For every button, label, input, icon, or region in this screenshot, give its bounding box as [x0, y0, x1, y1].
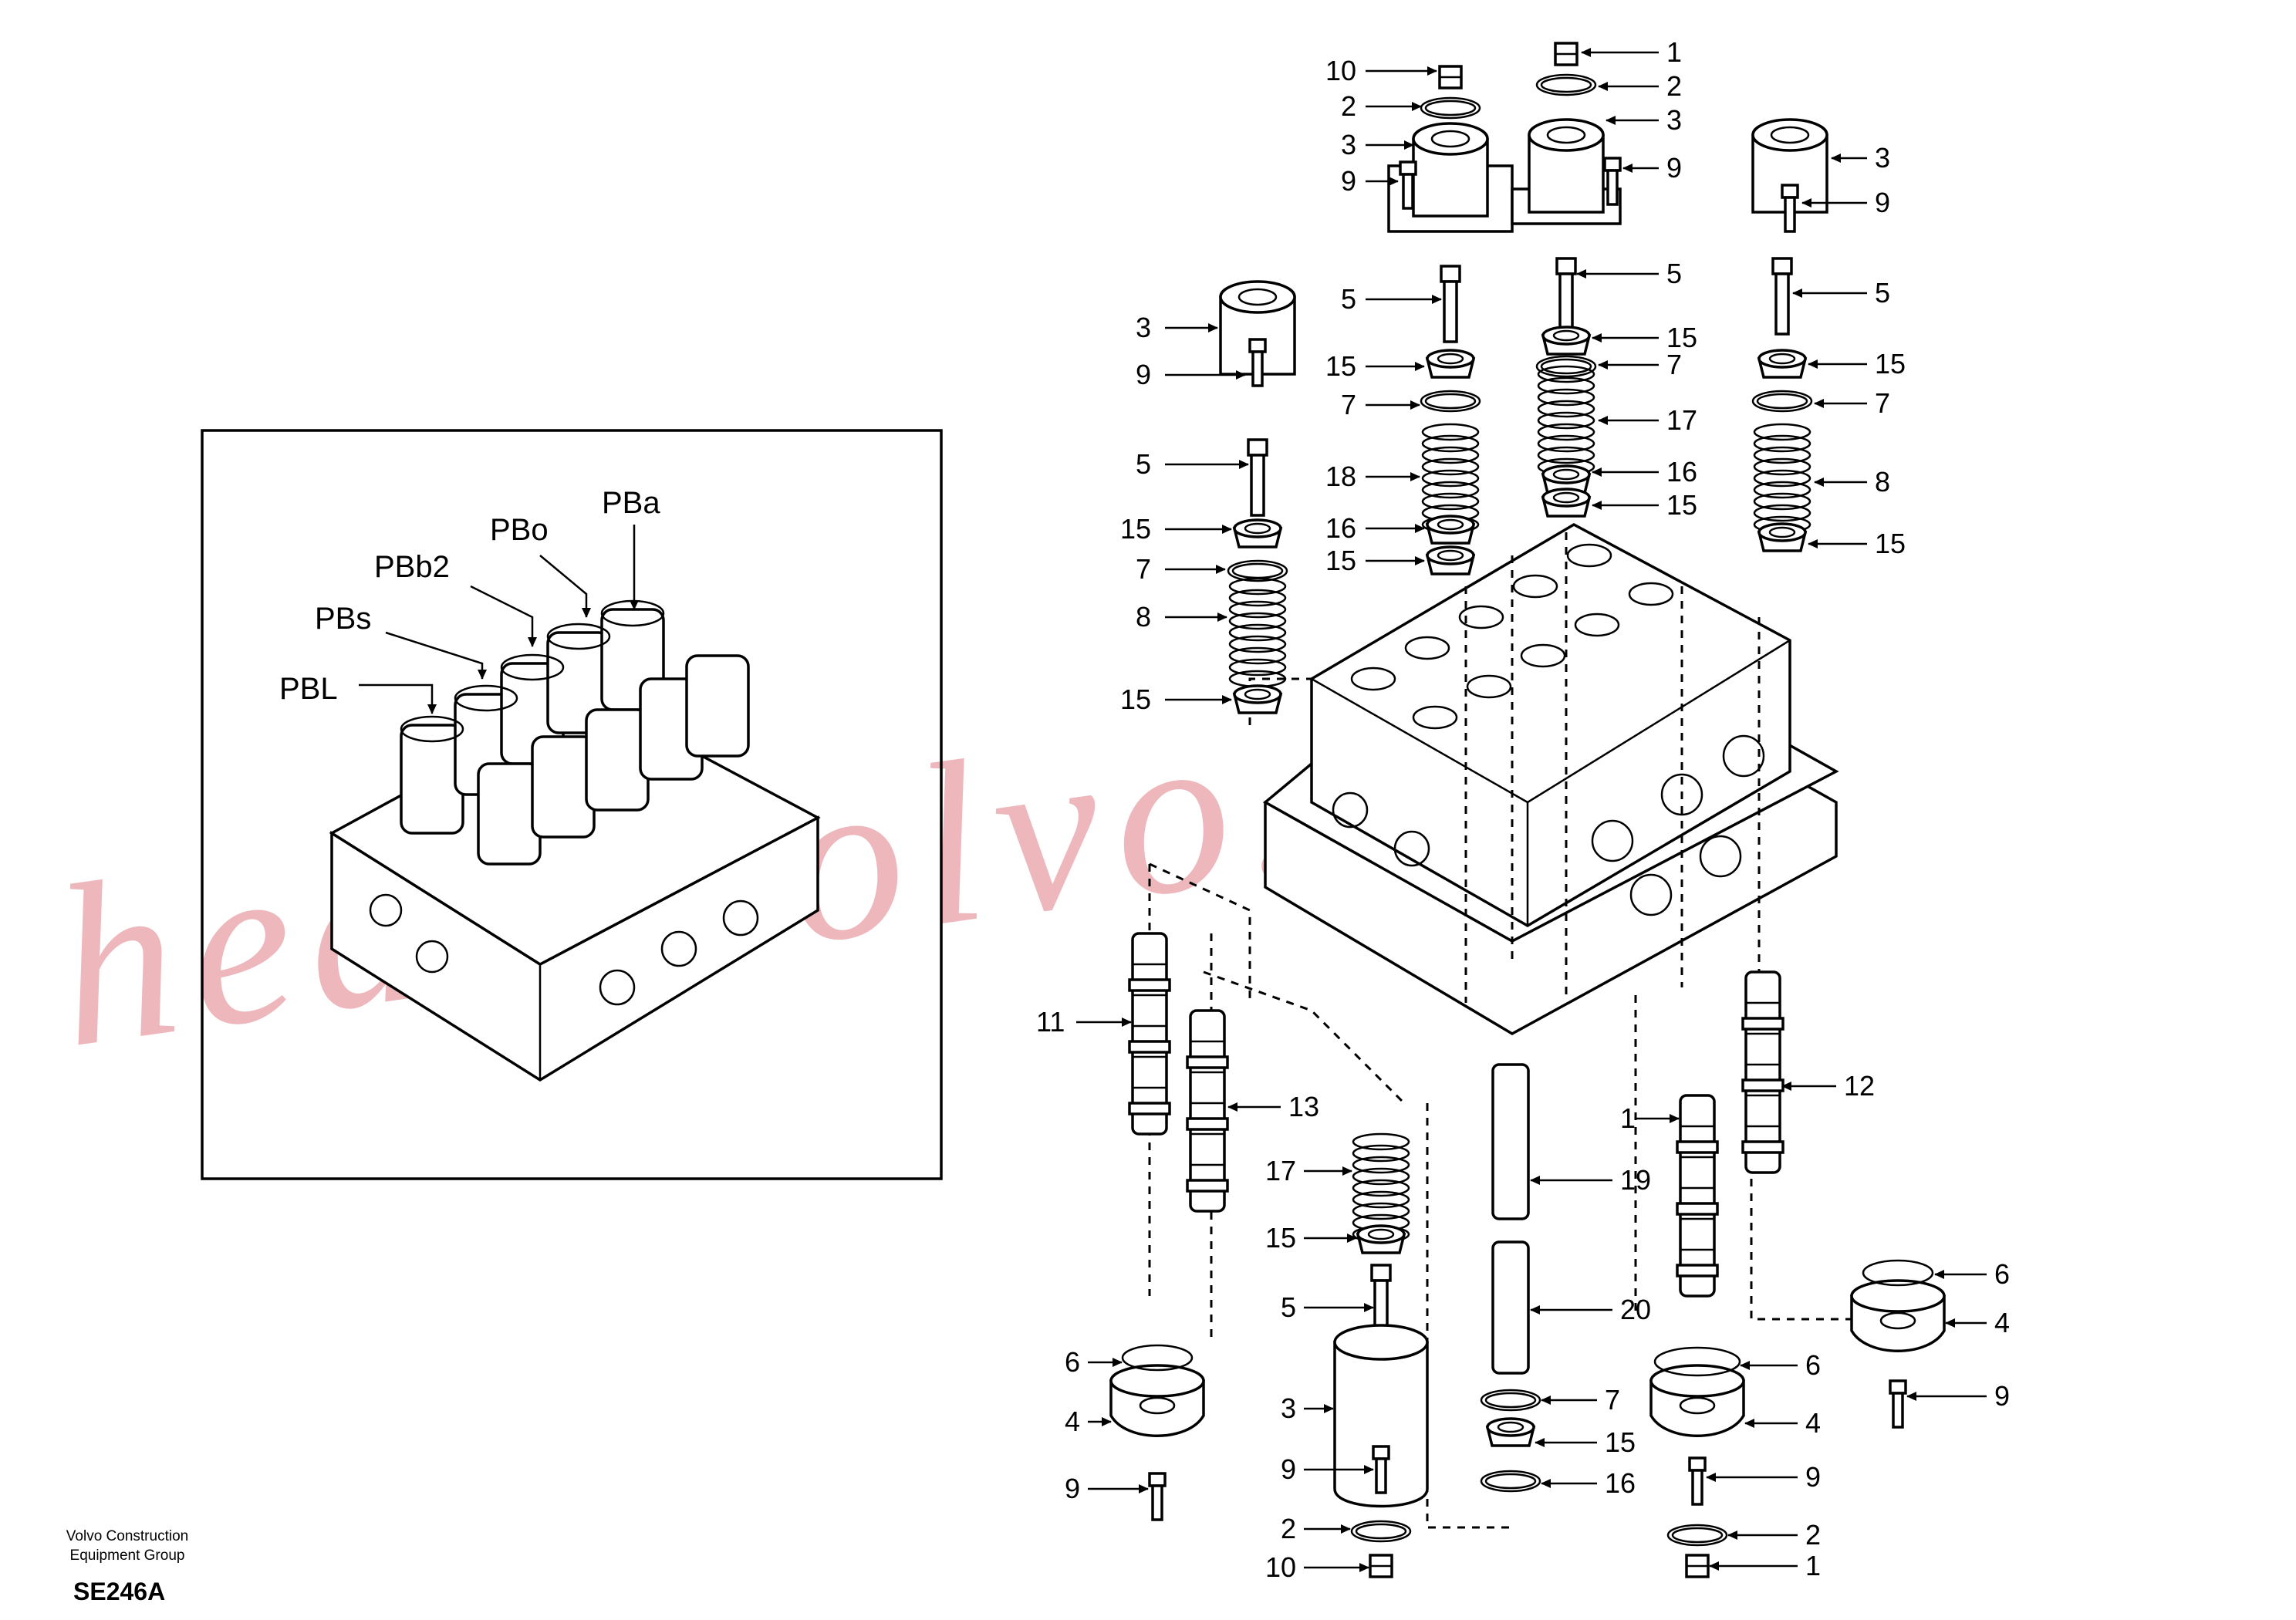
inset-label-pbs: PBs — [315, 602, 371, 636]
callout-9: 9 — [1994, 1380, 2010, 1412]
callout-15: 15 — [1265, 1222, 1296, 1254]
callout-3: 3 — [1666, 104, 1682, 136]
callout-13: 13 — [1288, 1091, 1319, 1122]
callout-7: 7 — [1605, 1384, 1620, 1416]
callout-5: 5 — [1136, 448, 1151, 480]
callout-15: 15 — [1666, 489, 1697, 521]
callout-15: 15 — [1325, 350, 1356, 382]
callout-2: 2 — [1805, 1519, 1821, 1551]
callout-6: 6 — [1065, 1346, 1080, 1378]
footer-company-line2: Equipment Group — [70, 1547, 185, 1564]
callout-2: 2 — [1281, 1513, 1296, 1544]
inset-label-pbl: PBL — [279, 672, 338, 706]
callout-7: 7 — [1666, 349, 1682, 380]
callout-15: 15 — [1666, 322, 1697, 353]
callout-9: 9 — [1341, 165, 1356, 197]
callout-17: 17 — [1666, 404, 1697, 436]
callout-15: 15 — [1605, 1426, 1636, 1458]
inset-label-pba: PBa — [602, 486, 660, 520]
callout-6: 6 — [1994, 1258, 2010, 1290]
callout-8: 8 — [1875, 466, 1890, 498]
callout-15: 15 — [1325, 545, 1356, 576]
callout-3: 3 — [1875, 142, 1890, 174]
callout-5: 5 — [1341, 283, 1356, 315]
callout-1: 1 — [1620, 1102, 1636, 1134]
inset-label-pbo: PBo — [490, 513, 549, 547]
callout-10: 10 — [1265, 1551, 1296, 1583]
callout-9: 9 — [1065, 1473, 1080, 1504]
callout-9: 9 — [1805, 1461, 1821, 1493]
callout-3: 3 — [1341, 129, 1356, 160]
callout-1: 1 — [1666, 36, 1682, 68]
callout-12: 12 — [1844, 1070, 1875, 1102]
callout-5: 5 — [1875, 277, 1890, 309]
callout-5: 5 — [1281, 1291, 1296, 1323]
callout-2: 2 — [1666, 70, 1682, 102]
callout-7: 7 — [1136, 553, 1151, 585]
valve-block — [1262, 522, 1839, 1036]
inset-panel: PBa PBo PBb2 PBs PBL — [201, 429, 943, 1180]
footer: Volvo Construction Equipment Group SE246… — [66, 1528, 188, 1605]
callout-4: 4 — [1805, 1407, 1821, 1439]
callout-9: 9 — [1136, 359, 1151, 390]
callout-4: 4 — [1994, 1307, 2010, 1338]
callout-17: 17 — [1265, 1155, 1296, 1186]
callout-15: 15 — [1120, 683, 1151, 715]
callout-16: 16 — [1605, 1467, 1636, 1499]
footer-drawing-code: SE246A — [73, 1578, 165, 1605]
callout-numbers: 10 2 3 9 5 15 7 18 16 15 1 2 3 9 5 15 7 … — [1036, 36, 2010, 1583]
callout-15: 15 — [1120, 513, 1151, 545]
callout-11: 11 — [1036, 1006, 1065, 1038]
callout-16: 16 — [1666, 456, 1697, 488]
callout-2: 2 — [1341, 90, 1356, 122]
callout-5: 5 — [1666, 258, 1682, 289]
callout-3: 3 — [1281, 1392, 1296, 1424]
callout-7: 7 — [1341, 389, 1356, 420]
callout-7: 7 — [1875, 387, 1890, 419]
callout-15: 15 — [1875, 348, 1906, 380]
callout-19: 19 — [1620, 1164, 1651, 1196]
callout-6: 6 — [1805, 1349, 1821, 1381]
callout-20: 20 — [1620, 1294, 1651, 1325]
inset-label-pbb2: PBb2 — [374, 550, 450, 584]
inset-frame — [201, 429, 943, 1180]
callout-9: 9 — [1281, 1453, 1296, 1485]
callout-4: 4 — [1065, 1406, 1080, 1437]
footer-company-line1: Volvo Construction — [66, 1528, 188, 1544]
callout-3: 3 — [1136, 312, 1151, 343]
callout-18: 18 — [1325, 461, 1356, 492]
callout-15: 15 — [1875, 528, 1906, 559]
callout-10: 10 — [1325, 55, 1356, 86]
callout-1: 1 — [1805, 1550, 1821, 1581]
callout-9: 9 — [1875, 187, 1890, 218]
callout-9: 9 — [1666, 152, 1682, 184]
callout-leaders — [1076, 48, 1987, 1572]
callout-8: 8 — [1136, 601, 1151, 633]
callout-16: 16 — [1325, 512, 1356, 544]
